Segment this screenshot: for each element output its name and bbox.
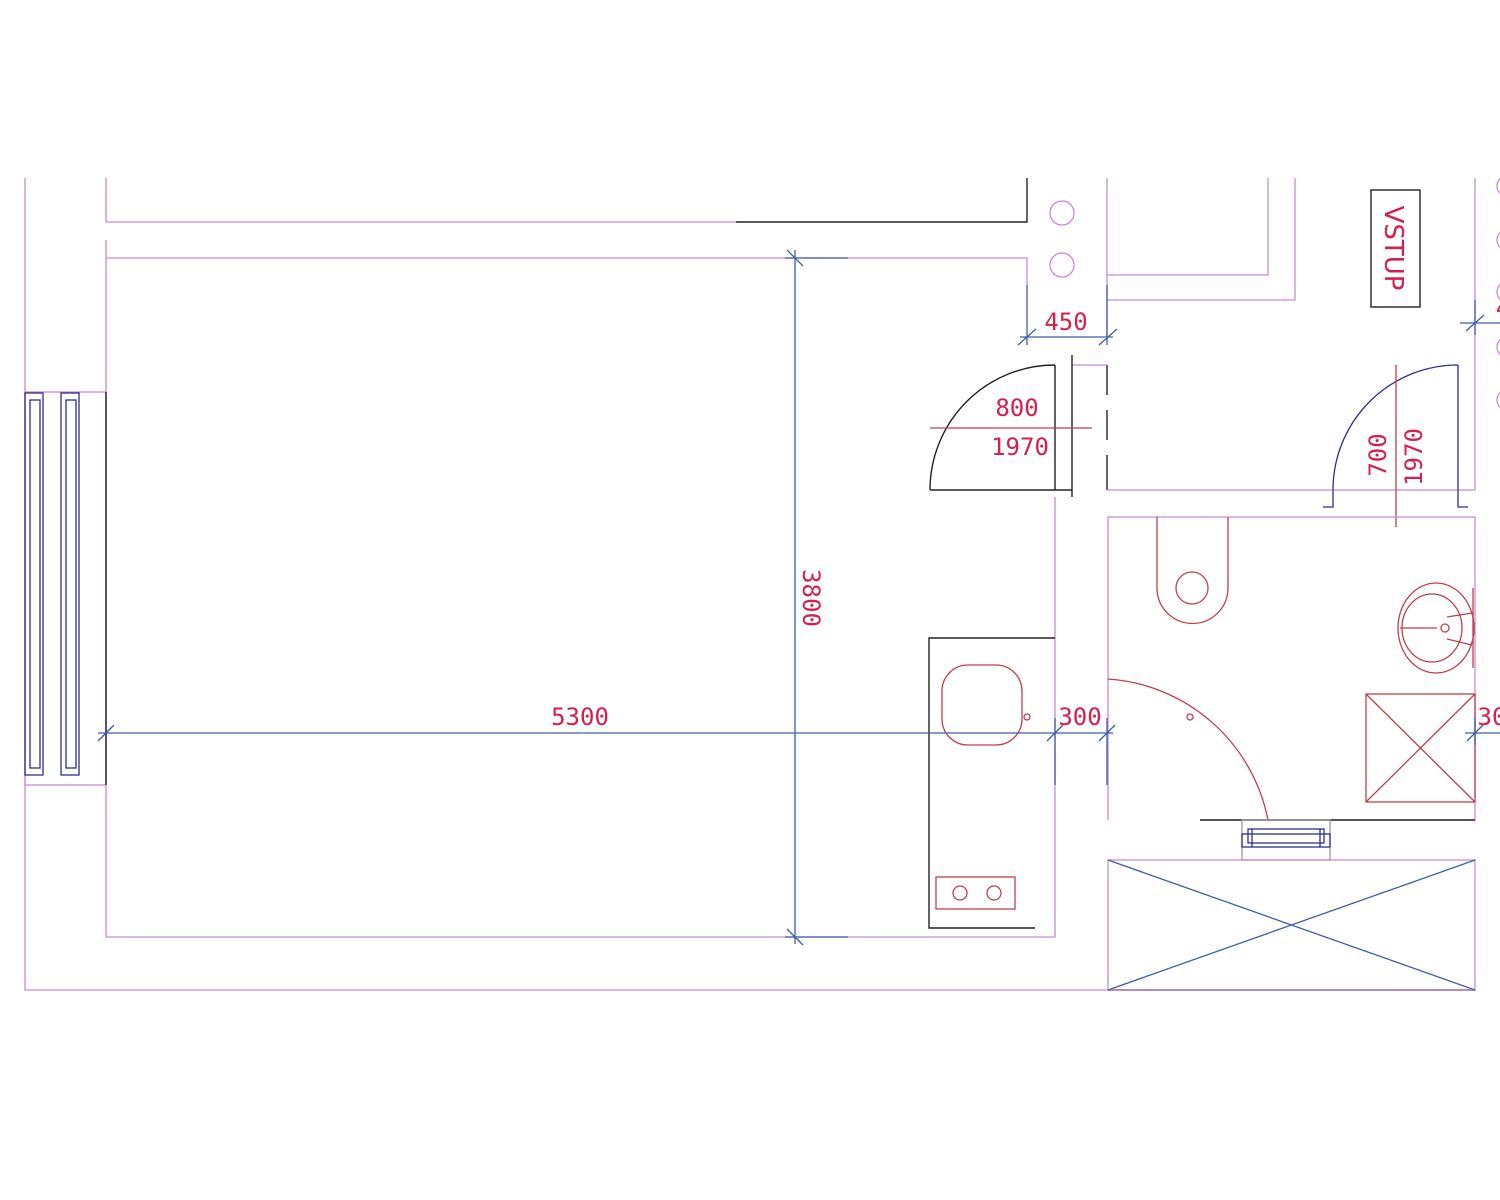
dimension-label: 4 — [1496, 294, 1500, 322]
dimension-label: 300 — [1058, 703, 1101, 731]
kitchenette — [928, 637, 1055, 929]
storage-box — [1107, 859, 1476, 991]
shower-tray — [1365, 693, 1476, 803]
column-marker — [1049, 200, 1075, 226]
door-width-label: 800 — [995, 394, 1038, 422]
bathroom — [1107, 516, 1476, 821]
door-height-label: 1970 — [1400, 428, 1428, 486]
toilet — [1156, 517, 1229, 625]
entrance-label: VSTUP — [1378, 206, 1408, 291]
dimensions: 450 5300 300 30 4 3800 — [97, 249, 1500, 946]
door-swing — [1107, 678, 1269, 821]
dimension-label: 450 — [1044, 308, 1087, 336]
sink — [941, 664, 1023, 746]
left-window — [24, 391, 107, 786]
hob — [935, 876, 1016, 910]
entrance-sign: VSTUP — [1370, 189, 1421, 308]
door-700: 700 1970 — [1323, 364, 1468, 527]
dimension-label: 5300 — [551, 703, 609, 731]
dimension-label: 3800 — [797, 569, 825, 627]
door-width-label: 700 — [1364, 433, 1392, 476]
washbasin — [1397, 582, 1475, 674]
door-height-label: 1970 — [991, 433, 1049, 461]
dimension-label: 30 — [1478, 703, 1500, 731]
column-marker — [1049, 252, 1075, 278]
door-800: 800 1970 — [929, 355, 1092, 497]
